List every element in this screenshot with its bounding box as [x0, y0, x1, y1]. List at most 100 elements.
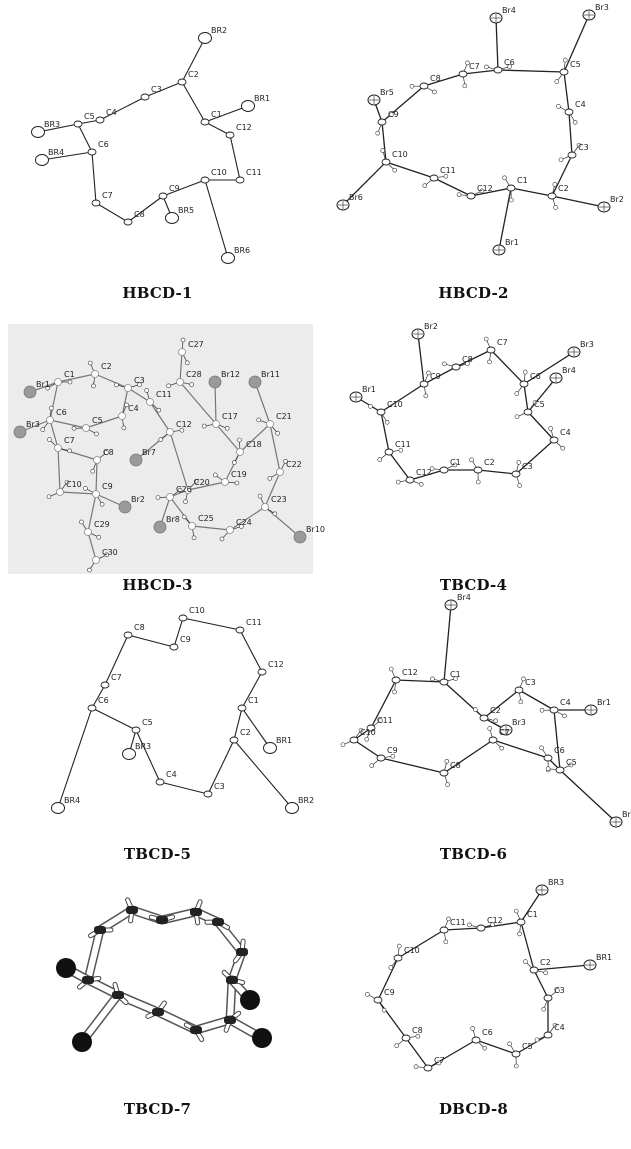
bond	[88, 532, 96, 560]
bond	[58, 448, 97, 460]
bond	[552, 196, 604, 207]
carbon-atom	[119, 413, 126, 420]
atom-label: C7	[499, 728, 510, 737]
atom-label: BR6	[234, 246, 250, 255]
hydrogen-atom	[500, 746, 504, 750]
bond	[406, 1038, 428, 1068]
atom-label: C12	[268, 660, 284, 669]
caption-tbcd6: TBCD-6	[316, 845, 631, 863]
atom-label: C7	[64, 436, 75, 445]
hydrogen-atom	[509, 198, 513, 202]
bond	[58, 708, 92, 808]
hydrogen-atom	[167, 384, 171, 388]
bond	[230, 135, 240, 180]
hydrogen-atom	[91, 384, 95, 388]
carbon-atom	[377, 755, 385, 761]
atom-label: C6	[98, 696, 109, 705]
carbon-atom	[170, 644, 178, 650]
atom-label: Br3	[26, 420, 40, 429]
carbon-atom	[560, 69, 568, 75]
atom-label: C7	[469, 62, 480, 71]
carbon-atom	[385, 449, 393, 455]
carbon-atom	[477, 925, 485, 931]
atom-label: C19	[231, 470, 247, 479]
atom-label: C3	[151, 85, 162, 94]
carbon-atom	[74, 121, 82, 127]
atom-label: C4	[575, 100, 586, 109]
carbon-atom	[568, 152, 576, 158]
carbon-atom	[544, 995, 552, 1001]
carbon-atom	[489, 737, 497, 743]
hydrogen-atom	[446, 782, 450, 786]
carbon-atom	[556, 767, 564, 773]
bond	[92, 152, 96, 203]
carbon-atom	[101, 682, 109, 688]
atom-label: C28	[186, 370, 202, 379]
atom-label: C12	[402, 668, 418, 677]
carbon-atom	[548, 193, 556, 199]
carbon-atom	[487, 347, 495, 353]
atom-label: C18	[246, 440, 262, 449]
atom-label: C20	[194, 478, 210, 487]
bond	[478, 470, 516, 474]
bond	[434, 178, 471, 196]
bromine-atom	[130, 454, 142, 466]
bond	[491, 350, 524, 384]
atom-label: C4	[128, 404, 139, 413]
atom-label: C5	[522, 1042, 533, 1051]
carbon-atom	[124, 219, 132, 225]
bond	[180, 382, 216, 424]
bond	[378, 1000, 406, 1038]
carbon-atom	[88, 149, 96, 155]
hydrogen-atom	[561, 446, 565, 450]
atom-label: C4	[106, 108, 117, 117]
hydrogen-atom	[114, 383, 118, 387]
hydrogen-atom	[494, 719, 498, 723]
atom-label: BR3	[135, 742, 151, 751]
caption-tbcd7: TBCD-7	[0, 1100, 315, 1118]
carbon-atom	[382, 159, 390, 165]
atom-label: C5	[92, 416, 103, 425]
hydrogen-atom	[185, 361, 189, 365]
atom-label: C3	[578, 143, 589, 152]
bond	[521, 922, 534, 970]
bond	[418, 334, 424, 384]
carbon-atom	[226, 976, 238, 984]
hydrogen-atom	[517, 460, 521, 464]
hydrogen-atom	[381, 148, 385, 152]
carbon-atom	[213, 421, 220, 428]
atom-label: Br	[622, 810, 631, 819]
atom-label: Br1	[597, 698, 611, 707]
atom-label: C6	[56, 408, 67, 417]
atom-label: Br2	[610, 195, 624, 204]
carbon-atom	[57, 489, 64, 496]
atom-label: C5	[566, 758, 577, 767]
atoms-layer	[350, 329, 580, 487]
bond	[205, 180, 228, 258]
hydrogen-atom	[225, 426, 229, 430]
bromine-atom	[249, 376, 261, 388]
atom-label: C7	[497, 338, 508, 347]
hydrogen-atom	[444, 940, 448, 944]
atom-label: C3	[134, 376, 145, 385]
atom-label: C12	[236, 123, 252, 132]
caption-dbcd8: DBCD-8	[316, 1100, 631, 1118]
hydrogen-atom	[389, 966, 393, 970]
carbon-atom	[515, 687, 523, 693]
hydrogen-atom	[508, 1042, 512, 1046]
atom-label: C12	[176, 420, 192, 429]
atom-label: C6	[504, 58, 515, 67]
carbon-atom	[236, 177, 244, 183]
carbon-atom	[167, 429, 174, 436]
hydrogen-atom	[544, 971, 548, 975]
bromine-atom	[56, 958, 76, 978]
carbon-atom	[190, 1026, 202, 1034]
atom-label: C8	[462, 355, 473, 364]
bond	[240, 630, 262, 672]
atom-label: C3	[522, 462, 533, 471]
bond	[182, 82, 205, 122]
carbon-atom	[402, 1035, 410, 1041]
